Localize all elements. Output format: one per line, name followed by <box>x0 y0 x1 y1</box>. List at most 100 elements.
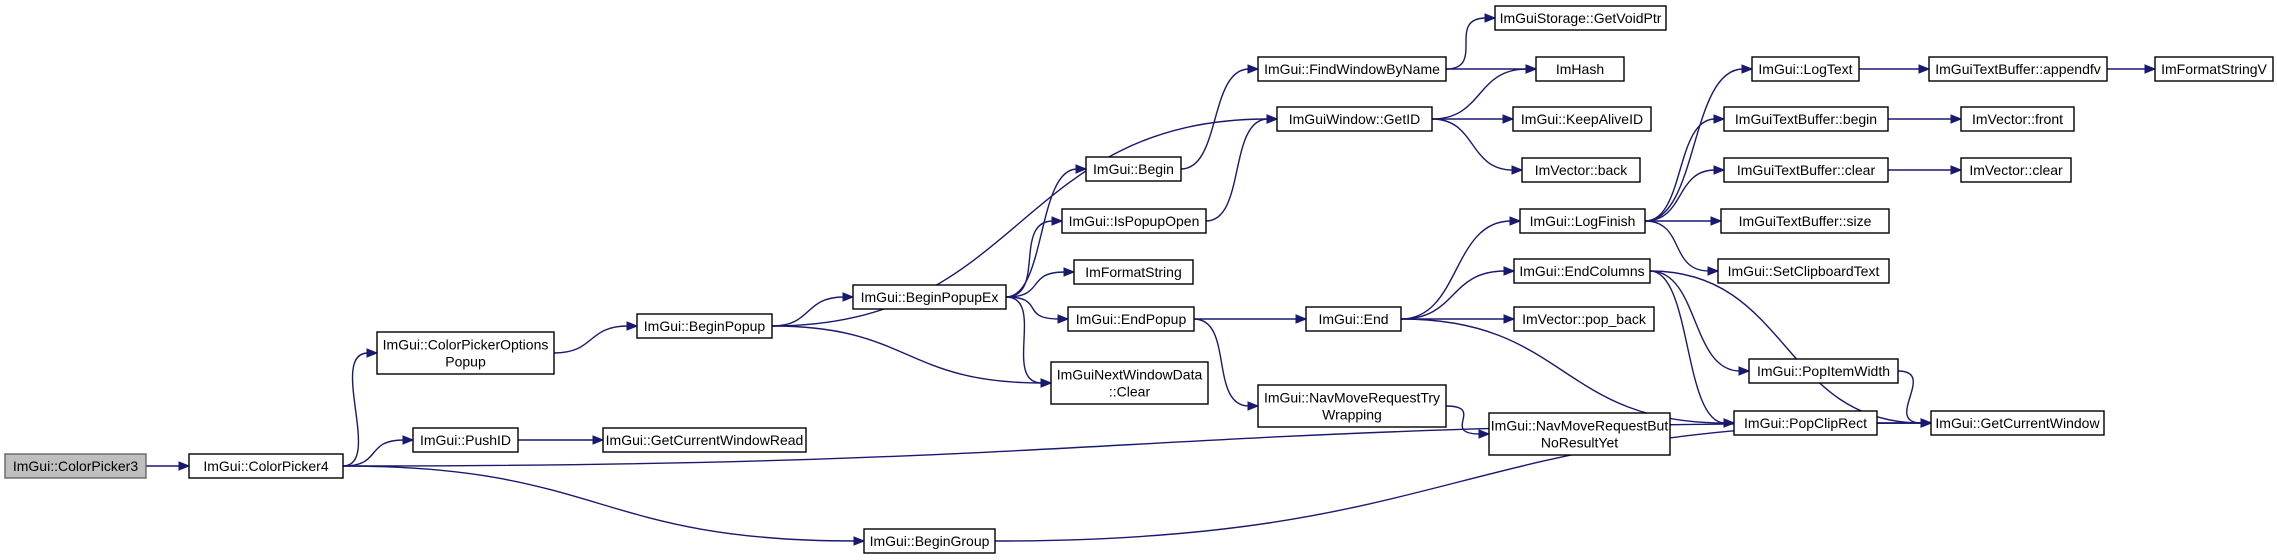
node-label: Popup <box>445 354 486 370</box>
node-box[interactable] <box>1276 106 1433 132</box>
node-box[interactable] <box>1930 410 2105 436</box>
node-colorpicker3[interactable]: ImGui::ColorPicker3 <box>4 453 147 479</box>
node-box[interactable] <box>1748 358 1899 384</box>
node-vectorclear[interactable]: ImVector::clear <box>1960 157 2072 183</box>
node-endpopup[interactable]: ImGui::EndPopup <box>1067 306 1195 332</box>
arrowhead <box>1247 401 1260 411</box>
node-label: ImGui::LogText <box>1758 61 1852 77</box>
node-label: ImGuiStorage::GetVoidPtr <box>1500 10 1662 26</box>
node-label: ImGui::IsPopupOpen <box>1069 213 1200 229</box>
node-box[interactable] <box>1257 384 1447 428</box>
node-box[interactable] <box>412 427 519 453</box>
node-box[interactable] <box>1723 157 1889 183</box>
node-label: ImGuiWindow::GetID <box>1289 111 1420 127</box>
node-label: ImGui::KeepAliveID <box>1521 111 1643 127</box>
node-box[interactable] <box>1488 412 1671 456</box>
node-textbuffersize[interactable]: ImGuiTextBuffer::size <box>1720 208 1890 234</box>
node-box[interactable] <box>602 427 807 453</box>
node-box[interactable] <box>4 453 147 479</box>
node-box[interactable] <box>1751 56 1860 82</box>
node-box[interactable] <box>1960 106 2075 132</box>
node-box[interactable] <box>1519 208 1646 234</box>
node-box[interactable] <box>1085 156 1182 182</box>
node-storagegetvoidptr[interactable]: ImGuiStorage::GetVoidPtr <box>1494 5 1667 31</box>
arrowhead <box>1738 366 1751 376</box>
node-label: ImGui::ColorPicker3 <box>13 458 138 474</box>
node-begin[interactable]: ImGui::Begin <box>1085 156 1182 182</box>
node-box[interactable] <box>1073 259 1194 285</box>
node-box[interactable] <box>852 284 1007 310</box>
node-getcurrentwindow[interactable]: ImGui::GetCurrentWindow <box>1930 410 2105 436</box>
edge-beginpopupex-to-ispopupopen <box>1005 220 1054 298</box>
arrowhead <box>1511 165 1524 175</box>
node-box[interactable] <box>1928 56 2108 82</box>
arrowhead <box>1247 64 1260 74</box>
node-getcurrentwindowread[interactable]: ImGui::GetCurrentWindowRead <box>602 427 807 453</box>
node-label: ImGuiTextBuffer::appendfv <box>1935 61 2101 77</box>
node-textbufferappendfv[interactable]: ImGuiTextBuffer::appendfv <box>1928 56 2108 82</box>
node-box[interactable] <box>1067 306 1195 332</box>
node-label: ImGui::LogFinish <box>1530 213 1636 229</box>
node-label: ::Clear <box>1109 384 1151 400</box>
node-end[interactable]: ImGui::End <box>1305 306 1402 332</box>
node-ispopupopen[interactable]: ImGui::IsPopupOpen <box>1061 208 1207 234</box>
node-box[interactable] <box>188 453 344 479</box>
node-endcolumns[interactable]: ImGui::EndColumns <box>1513 258 1651 284</box>
node-box[interactable] <box>1720 208 1890 234</box>
node-box[interactable] <box>1960 157 2072 183</box>
node-begingroup[interactable]: ImGui::BeginGroup <box>863 528 996 554</box>
node-box[interactable] <box>1513 258 1651 284</box>
node-textbufferclear[interactable]: ImGuiTextBuffer::clear <box>1723 157 1889 183</box>
node-vectorfront[interactable]: ImVector::front <box>1960 106 2075 132</box>
node-label: ImGui::ColorPicker4 <box>203 458 328 474</box>
node-pushid[interactable]: ImGui::PushID <box>412 427 519 453</box>
node-box[interactable] <box>376 331 555 375</box>
node-keepaliveid[interactable]: ImGui::KeepAliveID <box>1512 106 1652 132</box>
node-box[interactable] <box>1305 306 1402 332</box>
node-box[interactable] <box>1513 306 1655 332</box>
node-box[interactable] <box>1050 361 1209 405</box>
node-box[interactable] <box>1494 5 1667 31</box>
node-windowgetid[interactable]: ImGuiWindow::GetID <box>1276 106 1433 132</box>
node-nextwindowdataclear[interactable]: ImGuiNextWindowData::Clear <box>1050 361 1209 405</box>
node-box[interactable] <box>636 313 773 339</box>
node-imformatstring[interactable]: ImFormatString <box>1073 259 1194 285</box>
node-box[interactable] <box>1535 56 1625 82</box>
arrowhead <box>178 461 191 471</box>
node-beginpopupex[interactable]: ImGui::BeginPopupEx <box>852 284 1007 310</box>
node-box[interactable] <box>1512 106 1652 132</box>
node-box[interactable] <box>1521 157 1641 183</box>
node-colorpicker4[interactable]: ImGui::ColorPicker4 <box>188 453 344 479</box>
node-popitemwidth[interactable]: ImGui::PopItemWidth <box>1748 358 1899 384</box>
node-box[interactable] <box>2154 56 2274 82</box>
node-box[interactable] <box>1717 258 1890 284</box>
edge-windowgetid-to-vectorback <box>1431 118 1514 171</box>
node-logfinish[interactable]: ImGui::LogFinish <box>1519 208 1646 234</box>
node-popcliprect[interactable]: ImGui::PopClipRect <box>1733 410 1878 436</box>
node-label: ImGui::SetClipboardText <box>1728 263 1880 279</box>
node-box[interactable] <box>863 528 996 554</box>
node-box[interactable] <box>1257 56 1447 82</box>
node-label: ImGui::EndPopup <box>1076 311 1187 327</box>
node-setclipboardtext[interactable]: ImGui::SetClipboardText <box>1717 258 1890 284</box>
node-imformatstringv[interactable]: ImFormatStringV <box>2154 56 2274 82</box>
node-box[interactable] <box>1733 410 1878 436</box>
edge-begingroup-to-getcurrentwindow <box>994 422 1923 542</box>
node-logtext[interactable]: ImGui::LogText <box>1751 56 1860 82</box>
edge-cpoptionspopup-to-beginpopup <box>553 325 629 354</box>
node-vectorback[interactable]: ImVector::back <box>1521 157 1641 183</box>
arrowhead <box>1509 216 1522 226</box>
node-box[interactable] <box>1061 208 1207 234</box>
node-textbufferbegin[interactable]: ImGuiTextBuffer::begin <box>1723 106 1889 132</box>
node-beginpopup[interactable]: ImGui::BeginPopup <box>636 313 773 339</box>
node-box[interactable] <box>1723 106 1889 132</box>
edge-beginpopupex-to-imformatstring <box>1005 271 1066 298</box>
node-vectorpopback[interactable]: ImVector::pop_back <box>1513 306 1655 332</box>
node-imhash[interactable]: ImHash <box>1535 56 1625 82</box>
node-findwindowbyname[interactable]: ImGui::FindWindowByName <box>1257 56 1447 82</box>
